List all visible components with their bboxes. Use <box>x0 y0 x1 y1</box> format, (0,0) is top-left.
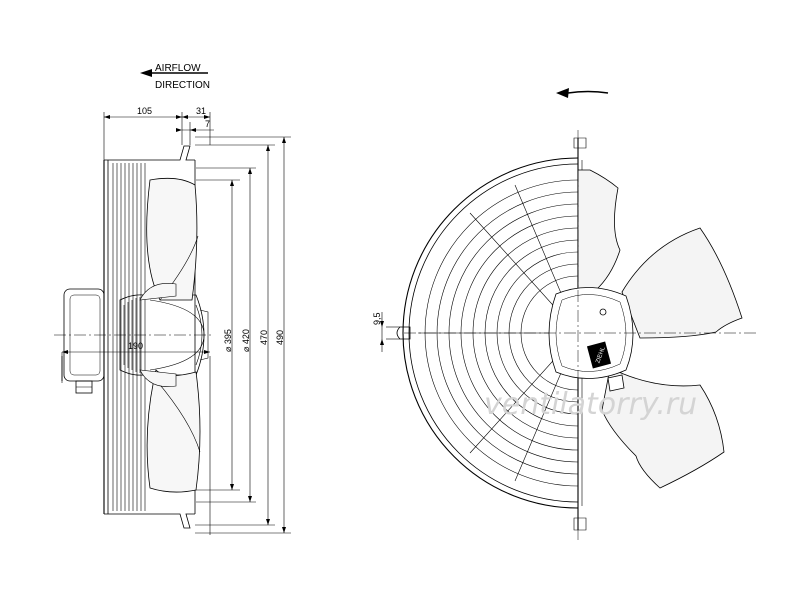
terminal-box-side <box>63 288 105 394</box>
diameter-dimensions <box>195 136 291 534</box>
mounting-tab-left <box>380 312 411 352</box>
dim-9-5: 9,5 <box>372 312 382 325</box>
rotation-arrow-icon <box>556 88 569 98</box>
dim-105: 105 <box>137 106 152 116</box>
dim-31: 31 <box>196 106 206 116</box>
ziehl-logo-text: ZIEHL <box>595 346 607 365</box>
airflow-label-line2: DIRECTION <box>155 80 210 91</box>
dim-d395: ⌀ 395 <box>223 329 233 352</box>
fan-blades-front <box>577 169 743 489</box>
ziehl-logo <box>586 341 612 369</box>
bottom-dimension <box>61 350 211 535</box>
dim-7: 7 <box>205 119 210 129</box>
airflow-direction-label: AIRFLOW DIRECTION <box>140 63 210 91</box>
dim-d420: ⌀ 420 <box>241 329 251 352</box>
rotation-arrow <box>556 88 609 98</box>
dim-470: 470 <box>259 330 269 345</box>
dim-490: 490 <box>275 330 285 345</box>
airflow-label-line1: AIRFLOW <box>155 63 201 74</box>
side-view: 105 31 7 <box>54 106 291 535</box>
fan-blades-side <box>139 177 201 493</box>
watermark-text: ventilatorry.ru <box>484 387 697 422</box>
airflow-arrow-icon <box>140 69 152 77</box>
top-dimensions <box>103 112 214 165</box>
motor-hub-front: ZIEHL <box>548 287 634 392</box>
dim-190: 190 <box>128 341 143 351</box>
front-view: 9,5 ZIEHL <box>372 130 758 540</box>
